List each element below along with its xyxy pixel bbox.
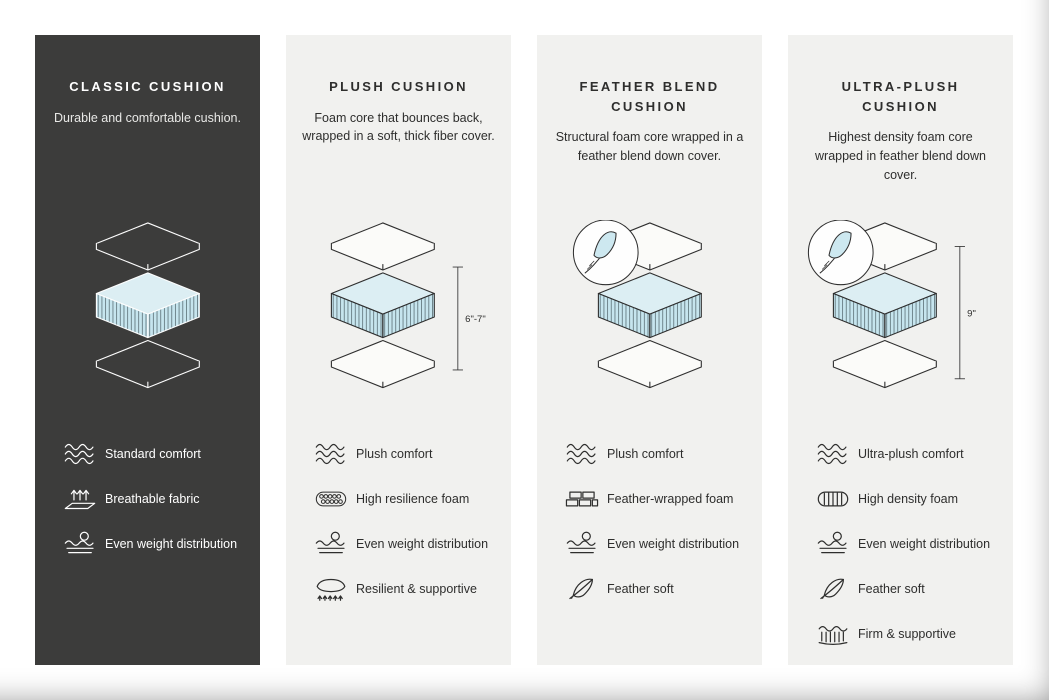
feature-row: High resilience foam (312, 484, 493, 514)
feather-blend-cushion-card: FEATHER BLEND CUSHION Structural foam co… (537, 35, 762, 665)
even-weight-icon (814, 530, 858, 558)
waves-icon (563, 440, 607, 468)
card-header: FEATHER BLEND CUSHION Structural foam co… (537, 35, 762, 187)
feature-row: Standard comfort (61, 439, 242, 469)
cushion-diagram (35, 187, 260, 425)
feature-row: Ultra-plush comfort (814, 439, 995, 469)
card-description: Highest density foam core wrapped in fea… (815, 130, 986, 182)
feature-label: Even weight distribution (607, 536, 740, 551)
feature-label: High density foam (858, 491, 959, 506)
height-measurement: 6"-7" (452, 266, 486, 371)
feature-label: Resilient & supportive (356, 581, 477, 596)
cushion-layers-illustration (572, 220, 701, 388)
foam-cells-icon (312, 485, 356, 513)
card-header: PLUSH CUSHION Foam core that bounces bac… (286, 35, 511, 187)
feature-row: Breathable fabric (61, 484, 242, 514)
breathable-fabric-icon (61, 485, 105, 513)
foam-bricks-icon (563, 485, 607, 513)
feature-row: Feather soft (814, 574, 995, 604)
feature-label: Ultra-plush comfort (858, 446, 964, 461)
feature-row: Resilient & supportive (312, 574, 493, 604)
even-weight-icon (312, 530, 356, 558)
even-weight-icon (61, 530, 105, 558)
feather-icon (563, 575, 607, 603)
card-description: Durable and comfortable cushion. (54, 110, 241, 125)
even-weight-icon (563, 530, 607, 558)
feature-label: Feather soft (858, 581, 925, 596)
card-header: ULTRA-PLUSH CUSHION Highest density foam… (788, 35, 1013, 187)
feature-row: High density foam (814, 484, 995, 514)
feature-label: Even weight distribution (356, 536, 489, 551)
feature-list: Plush comfort Feather-wrapped foam Even … (537, 425, 762, 619)
cushion-layers-illustration (96, 222, 199, 388)
high-density-foam-icon (814, 485, 858, 513)
feature-label: Breathable fabric (105, 491, 200, 506)
feature-list: Standard comfort Breathable fabric Even … (35, 425, 260, 574)
cushion-layers-illustration: 6"-7" (331, 222, 486, 388)
feature-list: Ultra-plush comfort High density foam Ev… (788, 425, 1013, 664)
cushion-layers-illustration: 9" (808, 220, 976, 388)
feature-label: Standard comfort (105, 446, 201, 461)
feature-label: Firm & supportive (858, 626, 956, 641)
firm-supportive-icon (814, 620, 858, 648)
feature-label: High resilience foam (356, 491, 470, 506)
card-title: PLUSH CUSHION (329, 79, 468, 94)
card-description: Foam core that bounces back, wrapped in … (302, 110, 495, 144)
cushion-diagram (537, 187, 762, 425)
feather-icon (814, 575, 858, 603)
height-measurement: 9" (954, 246, 976, 380)
plush-cushion-card: PLUSH CUSHION Foam core that bounces bac… (286, 35, 511, 665)
feature-row: Feather-wrapped foam (563, 484, 744, 514)
cushion-diagram: 6"-7" (286, 187, 511, 425)
feature-label: Feather soft (607, 581, 674, 596)
card-description: Structural foam core wrapped in a feathe… (555, 130, 744, 163)
feature-row: Plush comfort (563, 439, 744, 469)
feature-label: Even weight distribution (105, 536, 238, 551)
measurement-label: 6"-7" (465, 314, 486, 325)
feature-label: Even weight distribution (858, 536, 991, 551)
feature-row: Even weight distribution (814, 529, 995, 559)
classic-cushion-card: CLASSIC CUSHION Durable and comfortable … (35, 35, 260, 665)
feather-badge-icon (572, 220, 639, 286)
feature-row: Firm & supportive (814, 619, 995, 649)
card-header: CLASSIC CUSHION Durable and comfortable … (35, 35, 260, 187)
waves-icon (61, 440, 105, 468)
feature-label: Plush comfort (607, 446, 684, 461)
waves-icon (814, 440, 858, 468)
waves-icon (312, 440, 356, 468)
feature-label: Plush comfort (356, 446, 433, 461)
cushion-diagram: 9" (788, 187, 1013, 425)
feature-row: Even weight distribution (61, 529, 242, 559)
feature-label: Feather-wrapped foam (607, 491, 734, 506)
measurement-label: 9" (967, 308, 976, 319)
card-title: CLASSIC CUSHION (69, 79, 226, 94)
feature-row: Feather soft (563, 574, 744, 604)
ultra-plush-cushion-card: ULTRA-PLUSH CUSHION Highest density foam… (788, 35, 1013, 665)
spring-icon (312, 575, 356, 603)
feature-row: Even weight distribution (312, 529, 493, 559)
feature-list: Plush comfort High resilience foam Even … (286, 425, 511, 619)
card-title: ULTRA-PLUSH CUSHION (841, 79, 960, 114)
feature-row: Even weight distribution (563, 529, 744, 559)
card-title: FEATHER BLEND CUSHION (579, 79, 720, 114)
feature-row: Plush comfort (312, 439, 493, 469)
feather-badge-icon (808, 220, 874, 286)
